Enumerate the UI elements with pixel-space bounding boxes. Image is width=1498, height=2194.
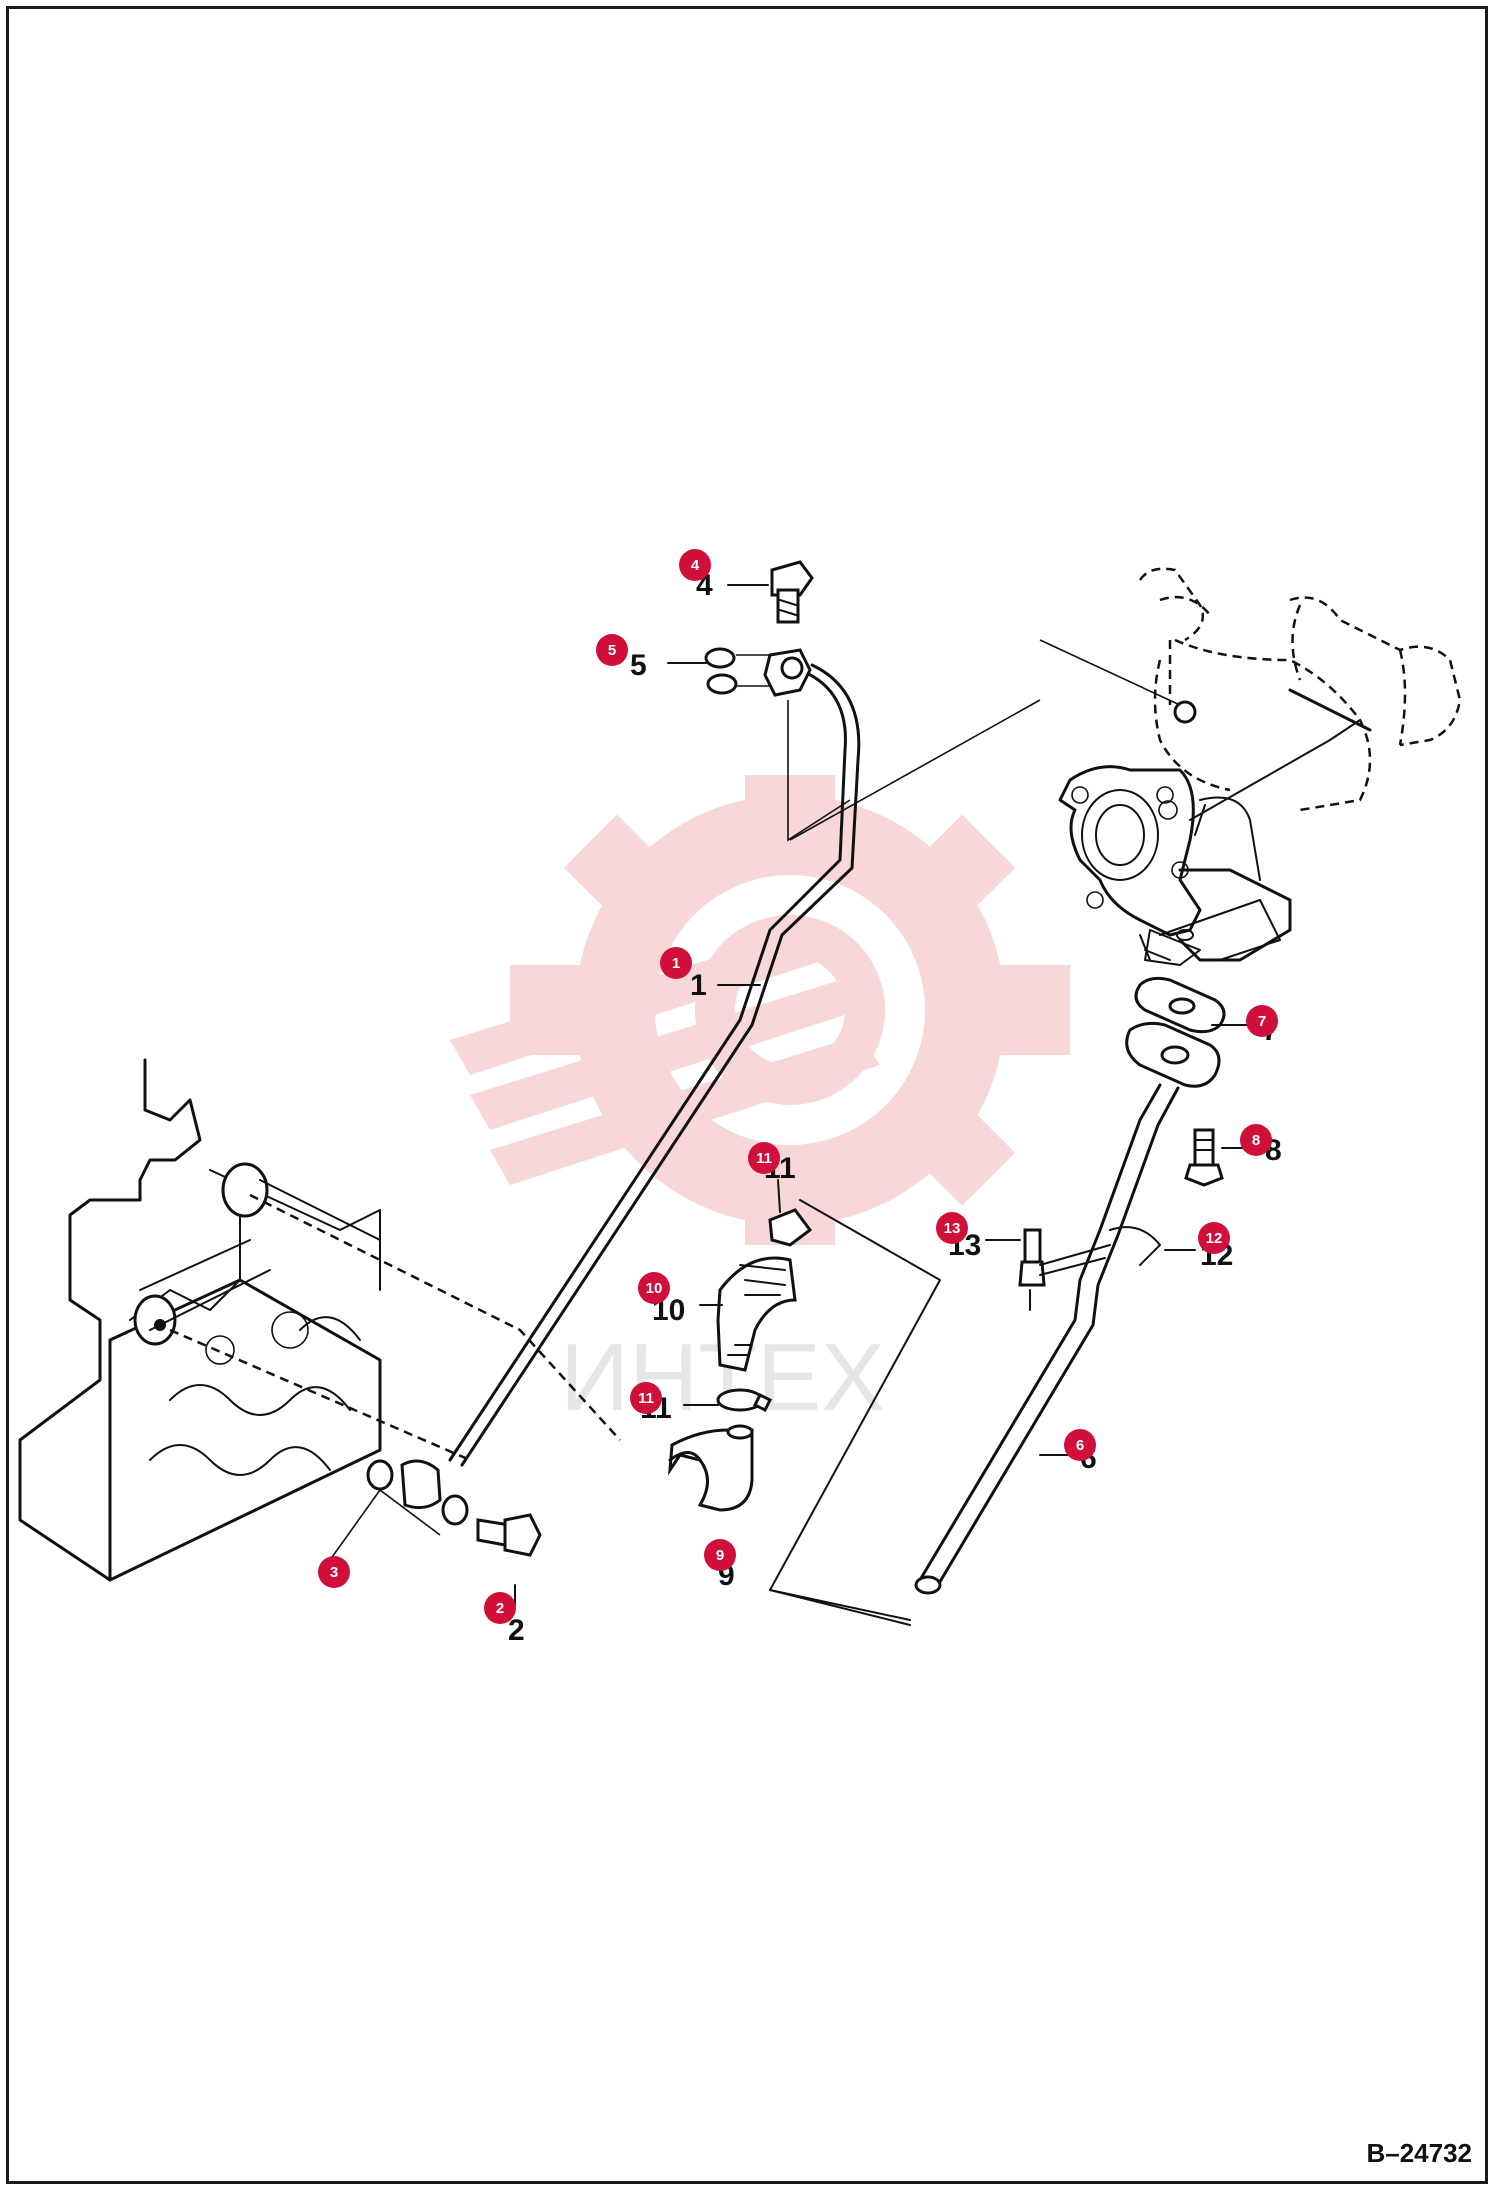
callout-label-6: 6	[1076, 1437, 1084, 1454]
callout-marker-6[interactable]	[1064, 1429, 1096, 1461]
callout-label-8: 8	[1252, 1132, 1260, 1149]
engine-block	[18, 1058, 621, 1582]
callout-marker-2[interactable]	[484, 1592, 516, 1624]
callout-12[interactable]: 12	[1198, 1222, 1230, 1254]
callout-marker-5[interactable]	[596, 634, 628, 666]
reference-code: B–24732	[1366, 2138, 1472, 2168]
callout-label-5: 5	[608, 642, 616, 659]
banjo-bolt-top	[704, 560, 851, 842]
oil-drain-pipe	[914, 1083, 1180, 1595]
callout-label-10: 10	[646, 1280, 663, 1297]
oil-feed-pipe	[448, 663, 861, 1467]
part-label-1: 1	[690, 969, 707, 1002]
callout-marker-11a[interactable]	[748, 1142, 780, 1174]
callout-marker-12[interactable]	[1198, 1222, 1230, 1254]
callout-marker-7[interactable]	[1246, 1005, 1278, 1037]
callout-marker-4[interactable]	[679, 549, 711, 581]
callout-9[interactable]: 9	[704, 1539, 736, 1571]
callout-6[interactable]: 6	[1064, 1429, 1096, 1461]
callout-label-1: 1	[672, 955, 680, 972]
callout-3[interactable]: 3	[318, 1556, 350, 1588]
watermark-logo	[450, 775, 1070, 1245]
callout-label-3: 3	[330, 1564, 338, 1581]
callout-13[interactable]: 13	[936, 1212, 968, 1244]
callout-label-11a: 11	[756, 1150, 772, 1167]
callout-label-13: 13	[944, 1220, 961, 1237]
callout-7[interactable]: 7	[1246, 1005, 1278, 1037]
callout-1[interactable]: 1	[660, 947, 692, 979]
return-hose-assembly	[668, 1199, 941, 1626]
callout-10[interactable]: 10	[638, 1272, 670, 1304]
callout-marker-1[interactable]	[660, 947, 692, 979]
callout-2[interactable]: 2	[484, 1592, 516, 1624]
part-label-2: 2	[508, 1614, 525, 1647]
callout-11b[interactable]: 11	[630, 1382, 662, 1414]
callout-marker-8[interactable]	[1240, 1124, 1272, 1156]
watermark-wrench-stripes	[450, 925, 880, 1185]
callout-4[interactable]: 4	[679, 549, 711, 581]
part-label-5: 5	[630, 649, 647, 682]
callout-marker-10[interactable]	[638, 1272, 670, 1304]
callout-label-11b: 11	[638, 1390, 654, 1407]
callout-marker-3[interactable]	[318, 1556, 350, 1588]
callout-label-4: 4	[691, 557, 700, 574]
callout-marker-13[interactable]	[936, 1212, 968, 1244]
callout-marker-11b[interactable]	[630, 1382, 662, 1414]
callout-8[interactable]: 8	[1240, 1124, 1272, 1156]
turbocharger	[789, 567, 1462, 966]
callout-label-2: 2	[496, 1600, 504, 1617]
callout-label-12: 12	[1206, 1230, 1223, 1247]
callout-markers: 4 5 1 11 10 11 9 3	[318, 549, 1278, 1624]
callout-5[interactable]: 5	[596, 634, 628, 666]
banjo-bolt-bottom	[329, 1459, 542, 1561]
callout-marker-9[interactable]	[704, 1539, 736, 1571]
callout-11a[interactable]: 11	[748, 1142, 780, 1174]
flange-gasket	[1125, 976, 1226, 1187]
callout-label-9: 9	[716, 1547, 724, 1564]
leader-lines	[514, 584, 1259, 1606]
callout-label-7: 7	[1258, 1013, 1266, 1030]
